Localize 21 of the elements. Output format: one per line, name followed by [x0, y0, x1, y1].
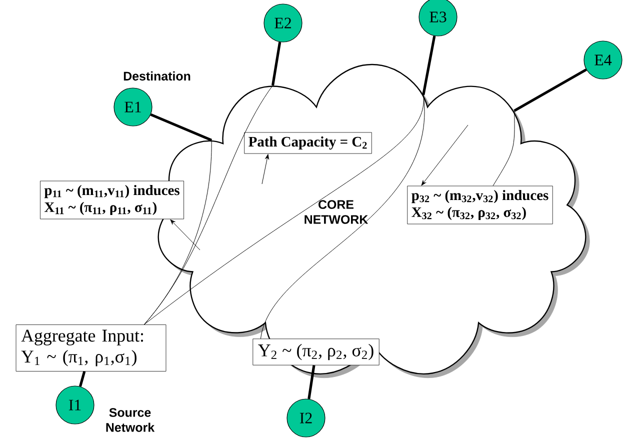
formula-box: p$_{11}$ ~ (m$_{11}$,v$_{11}$) induces X$_{11}$ ~ (π$_{11}$, ρ$_{11}$, σ$_{11}$): [40, 180, 184, 220]
formula-box: Aggregate Input: Y$_{1}$ ~ (π$_{1}$, ρ$_{1}$,σ$_{1}$): [16, 324, 166, 372]
link-line: [144, 42, 280, 325]
arrow: [170, 219, 200, 250]
link-line: [492, 69, 586, 186]
text-label: CORE NETWORK: [304, 200, 368, 224]
link-line: [514, 68, 587, 112]
link-line: [78, 371, 86, 387]
formula-box: Y$_{2}$ ~ (π$_{2}$, ρ$_{2}$, σ$_{2}$): [252, 338, 380, 366]
link-line: [260, 36, 435, 339]
arrow: [421, 124, 468, 186]
link-line: [150, 113, 212, 142]
link-line: [422, 36, 436, 96]
formula-box: Path Capacity = C$_{2}$: [244, 132, 372, 154]
formula-box: p$_{32}$ ~ (m$_{32}$,v$_{32}$) induces X$_{32}$ ~ (π$_{32}$, ρ$_{32}$, σ$_{32}$): [407, 186, 553, 224]
text-label: Source Network: [106, 408, 155, 432]
link-line: [308, 365, 316, 400]
arrow: [262, 154, 270, 184]
link-line: [144, 114, 212, 325]
link-line: [271, 42, 282, 86]
text-label: Destination: [124, 71, 190, 81]
